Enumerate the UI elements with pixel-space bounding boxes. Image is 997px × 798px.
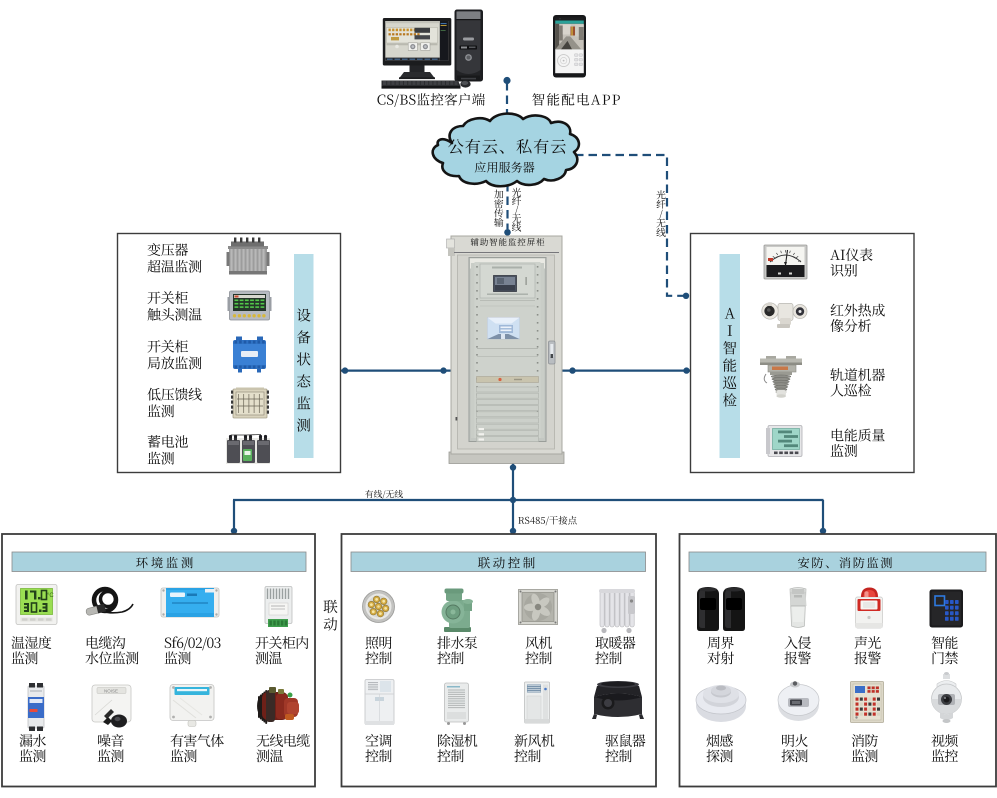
svg-text:NOISE: NOISE (104, 689, 118, 694)
svg-text:°C: °C (47, 593, 54, 599)
